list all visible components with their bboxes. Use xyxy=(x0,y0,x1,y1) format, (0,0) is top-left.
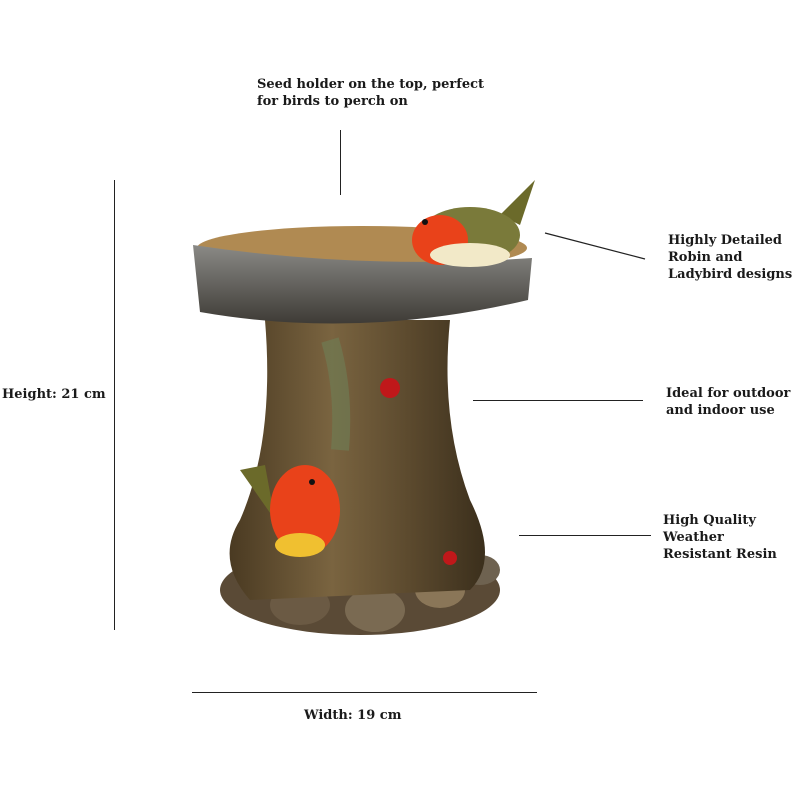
seed-holder-label: Seed holder on the top, perfect for bird… xyxy=(257,77,485,109)
robin-bottom xyxy=(240,465,340,557)
height-line xyxy=(114,180,116,630)
ladybird xyxy=(380,378,400,398)
height-label: Height: 21 cm xyxy=(2,387,106,402)
pointer-line-resin xyxy=(519,535,651,537)
outdoor-indoor-label: Ideal for outdoor and indoor use xyxy=(666,386,791,418)
pointer-line-robin xyxy=(544,232,646,260)
pointer-line-outdoor xyxy=(473,400,643,402)
ladybird xyxy=(443,551,457,565)
width-line xyxy=(192,692,537,694)
robin-top xyxy=(412,180,535,267)
width-label: Width: 19 cm xyxy=(304,708,402,723)
pointer-line-seed-holder xyxy=(340,130,342,195)
robin-ladybird-label: Highly Detailed Robin and Ladybird desig… xyxy=(668,233,793,282)
resin-label: High Quality Weather Resistant Resin xyxy=(663,513,777,562)
